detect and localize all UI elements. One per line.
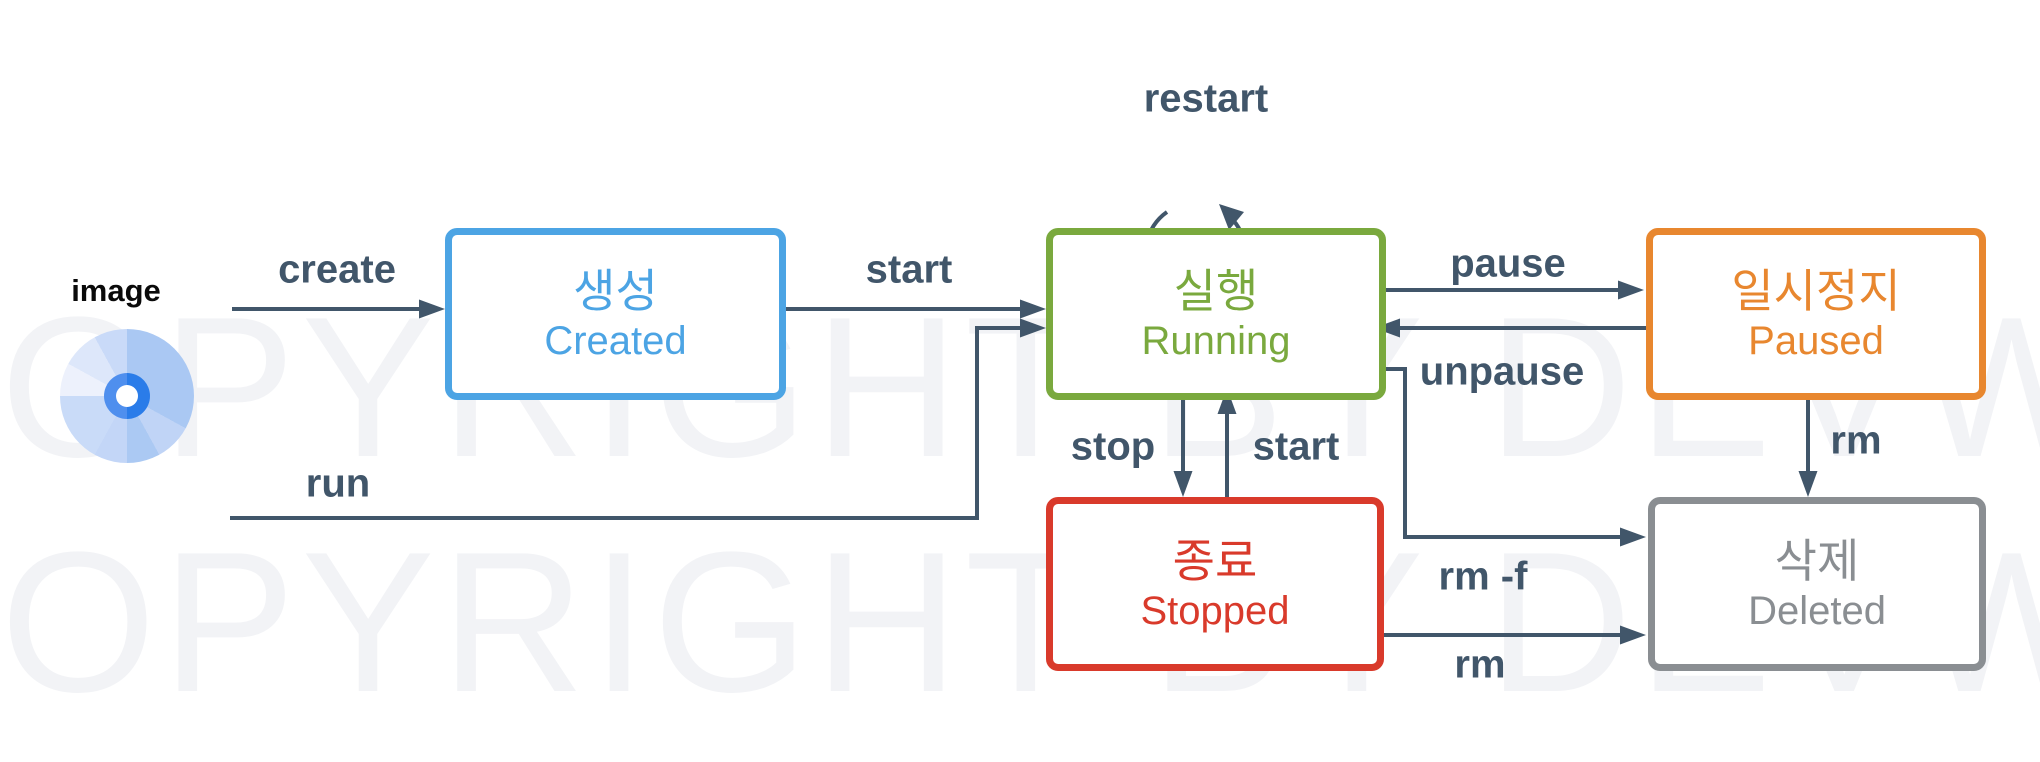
- state-node-running: 실행 Running: [1046, 228, 1386, 400]
- edge-rm-f-arrowhead: [1620, 527, 1646, 547]
- deleted-label-ko: 삭제: [1774, 534, 1860, 587]
- deleted-label-en: Deleted: [1748, 589, 1886, 634]
- edge-label-start-stopped-running: start: [1252, 424, 1340, 469]
- running-label-en: Running: [1141, 319, 1291, 364]
- state-node-deleted: 삭제 Deleted: [1648, 497, 1986, 671]
- edge-label-rm-f: rm -f: [1438, 554, 1528, 599]
- paused-label-ko: 일시정지: [1731, 264, 1901, 317]
- state-node-paused: 일시정지 Paused: [1646, 228, 1986, 400]
- created-label-en: Created: [544, 319, 687, 364]
- state-node-stopped: 종료 Stopped: [1046, 497, 1384, 671]
- edge-rm-paused-deleted-arrowhead: [1798, 471, 1818, 497]
- running-label-ko: 실행: [1173, 264, 1259, 317]
- stopped-label-ko: 종료: [1172, 534, 1258, 587]
- edge-pause-arrowhead: [1618, 280, 1644, 300]
- edge-label-rm-paused-deleted: rm: [1830, 418, 1882, 463]
- edge-stop-arrowhead: [1173, 471, 1193, 497]
- created-label-ko: 생성: [573, 264, 658, 317]
- edge-label-run: run: [305, 461, 371, 506]
- image-source-label: image: [71, 273, 161, 308]
- edge-start-created-running-arrowhead: [1020, 299, 1046, 319]
- edge-label-rm-stopped-deleted: rm: [1454, 642, 1506, 687]
- stopped-label-en: Stopped: [1140, 589, 1290, 634]
- edge-label-start-created-running: start: [865, 247, 953, 292]
- edge-label-pause: pause: [1450, 241, 1566, 286]
- edge-label-create: create: [278, 247, 396, 292]
- edge-rm-f-line: [1372, 367, 1622, 539]
- edge-create-arrowhead: [419, 299, 445, 319]
- paused-label-en: Paused: [1748, 319, 1884, 364]
- state-node-created: 생성 Created: [445, 228, 786, 400]
- edge-restart-arrowhead: [1219, 204, 1244, 230]
- disk-hole: [116, 385, 138, 407]
- edge-run-arrowhead: [1020, 318, 1046, 338]
- edge-label-restart: restart: [1143, 76, 1269, 121]
- edge-unpause-arrowhead: [1374, 318, 1400, 338]
- edge-start-stopped-running-arrowhead: [1217, 388, 1237, 414]
- edge-label-stop: stop: [1070, 424, 1156, 469]
- edge-run-line: [230, 326, 1022, 520]
- disk-image-icon: [60, 329, 194, 463]
- edge-label-unpause: unpause: [1419, 349, 1585, 394]
- edge-rm-stopped-deleted-arrowhead: [1620, 625, 1646, 645]
